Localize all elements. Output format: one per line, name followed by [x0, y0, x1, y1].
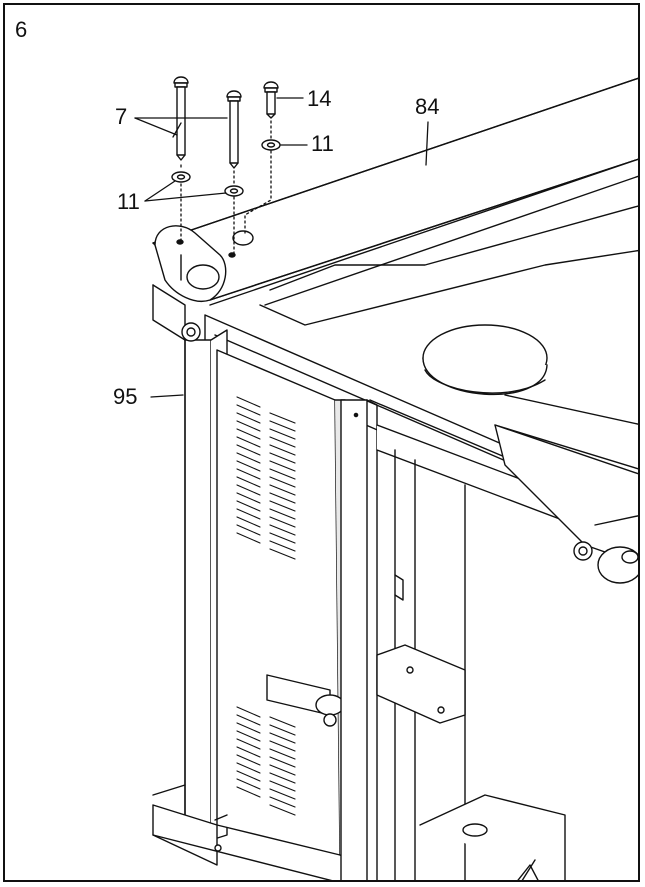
dotted-guides: [180, 120, 272, 256]
bolt-7-right: [226, 90, 242, 169]
console-pad: [422, 324, 548, 396]
washer-11-right: [261, 139, 281, 151]
leader-95: [150, 394, 184, 398]
label-part-11-right: 11: [311, 131, 334, 156]
step-number: 6: [15, 17, 28, 42]
upright-95: [152, 284, 228, 846]
leader-7a: [134, 117, 178, 136]
assembly-step-frame: 6: [3, 3, 640, 882]
base-plate: [152, 784, 539, 880]
bolt-14: [263, 81, 279, 119]
washer-11-left: [171, 171, 191, 183]
leader-84: [425, 121, 429, 166]
label-part-95: 95: [113, 384, 138, 409]
crossbar-84: [152, 77, 638, 302]
leader-lines: [134, 97, 429, 398]
lower-frame-tube: [209, 158, 638, 326]
motor-cover: [216, 349, 351, 861]
label-part-84: 84: [415, 94, 440, 119]
label-part-14: 14: [307, 86, 332, 111]
rear-post: [376, 449, 566, 880]
bolt-7-left: [173, 76, 189, 161]
leader-11-left-b: [144, 192, 227, 202]
leader-11-left-a: [144, 180, 176, 202]
side-rail: [494, 424, 638, 584]
assembly-illustration: [134, 76, 638, 880]
label-part-11-left: 11: [117, 189, 140, 214]
washer-11-mid: [224, 185, 244, 197]
label-part-7: 7: [115, 104, 128, 129]
